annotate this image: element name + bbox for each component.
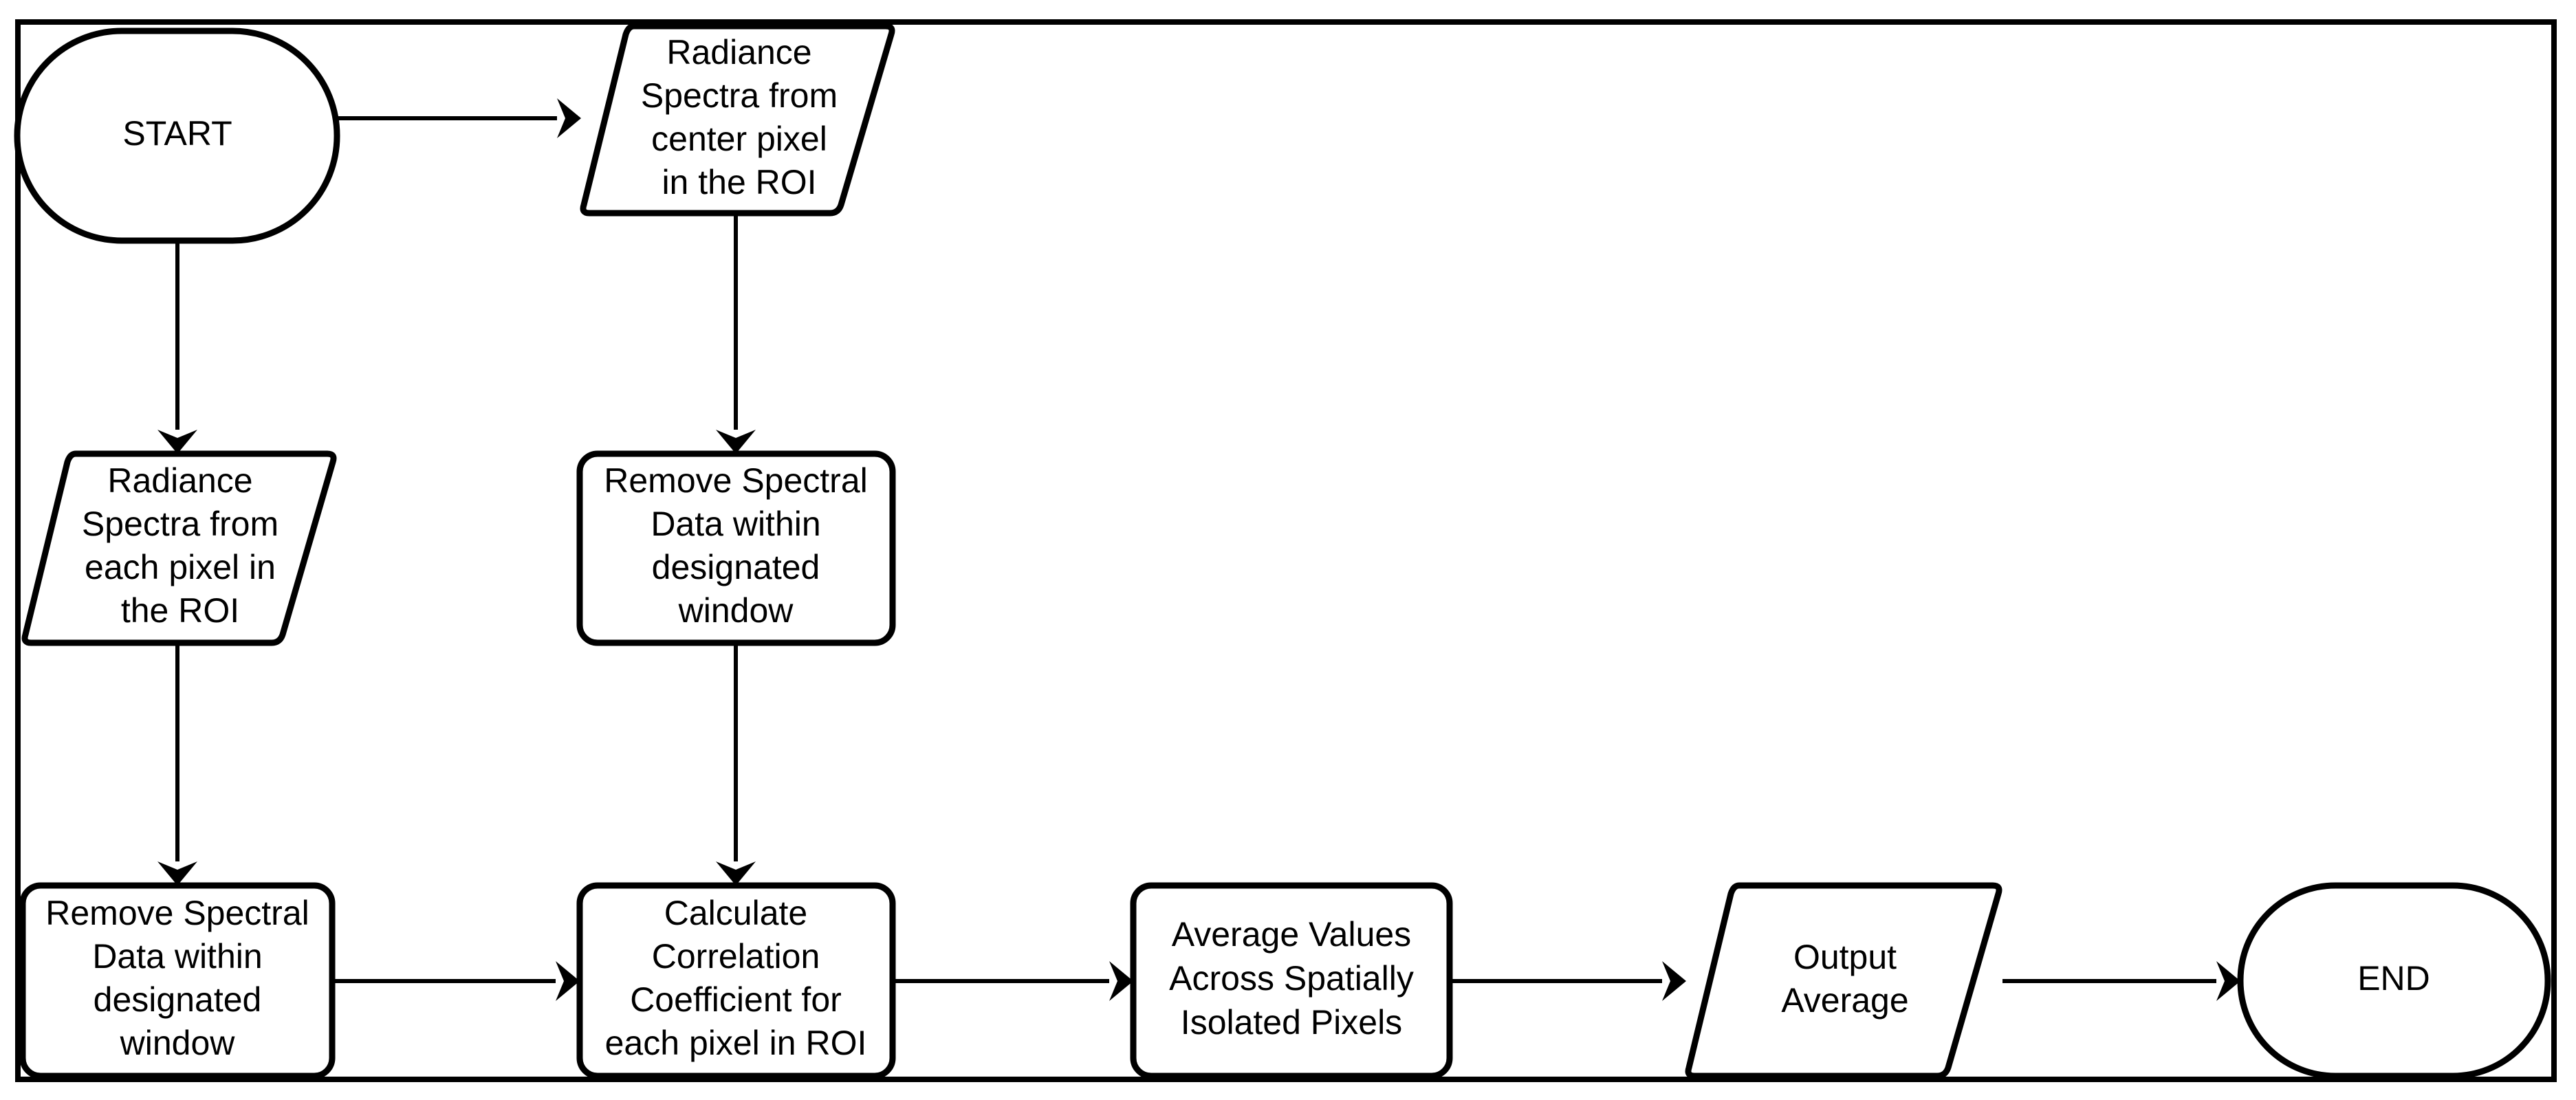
edge-start-to-radiance-each [157, 241, 197, 454]
calculate-correlation-line-2: Correlation [652, 937, 820, 976]
radiance-center-pixel-shape [580, 23, 895, 217]
node-remove-spectral-bottom[interactable]: Remove Spectral Data within designated w… [19, 882, 336, 1079]
radiance-each-pixel-line-3: each pixel in [85, 548, 276, 586]
radiance-center-pixel-line-4: in the ROI [662, 163, 816, 201]
node-radiance-each-pixel[interactable]: Radiance Spectra from each pixel in the … [21, 450, 337, 646]
radiance-center-pixel-line-1: Radiance [666, 33, 811, 72]
end-shape [2237, 882, 2551, 1079]
output-average-line-1: Output [1793, 938, 1897, 976]
remove-spectral-mid-line-1: Remove Spectral [604, 461, 868, 500]
node-start[interactable]: START [14, 28, 340, 244]
edge-output-to-end [2002, 961, 2240, 1001]
output-average-line-2: Average [1781, 981, 1908, 1020]
node-remove-spectral-mid[interactable]: Remove Spectral Data within designated w… [576, 450, 896, 646]
remove-spectral-bottom-line-4: window [120, 1024, 236, 1062]
node-calculate-correlation[interactable]: Calculate Correlation Coefficient for ea… [576, 882, 896, 1079]
output-average-shape [1685, 882, 2002, 1079]
average-values-line-2: Across Spatially [1169, 959, 1414, 998]
start-shape [14, 28, 340, 244]
edge-radiance-center-to-remove-mid [716, 213, 756, 454]
edge-calculate-to-average [894, 961, 1133, 1001]
diagram-frame [15, 19, 2557, 1082]
radiance-center-pixel-line-3: center pixel [651, 120, 827, 158]
radiance-each-pixel-line-2: Spectra from [82, 505, 279, 543]
radiance-each-pixel-line-1: Radiance [107, 461, 252, 500]
remove-spectral-bottom-line-3: designated [94, 980, 262, 1019]
remove-spectral-bottom-line-2: Data within [92, 937, 262, 976]
node-average-values[interactable]: Average Values Across Spatially Isolated… [1130, 882, 1453, 1079]
average-values-line-1: Average Values [1172, 915, 1411, 954]
node-output-average[interactable]: Output Average [1685, 882, 2002, 1079]
average-values-line-3: Isolated Pixels [1181, 1003, 1402, 1042]
edge-radiance-each-to-remove-bottom [157, 643, 197, 886]
node-radiance-center-pixel[interactable]: Radiance Spectra from center pixel in th… [580, 23, 895, 217]
radiance-each-pixel-line-4: the ROI [121, 591, 239, 630]
remove-spectral-mid-line-4: window [678, 591, 794, 630]
remove-spectral-mid-line-3: designated [652, 548, 820, 586]
edge-average-to-output [1451, 961, 1686, 1001]
remove-spectral-mid-shape [576, 450, 896, 646]
end-label: END [2357, 959, 2430, 998]
calculate-correlation-line-1: Calculate [664, 894, 807, 932]
calculate-correlation-line-3: Coefficient for [630, 980, 842, 1019]
node-end[interactable]: END [2237, 882, 2551, 1079]
edge-start-to-radiance-center [338, 98, 581, 138]
remove-spectral-bottom-line-1: Remove Spectral [45, 894, 309, 932]
remove-spectral-bottom-shape [19, 882, 336, 1079]
average-values-shape [1130, 882, 1453, 1079]
edge-remove-mid-to-calculate [716, 643, 756, 886]
radiance-each-pixel-shape [21, 450, 337, 646]
remove-spectral-mid-line-2: Data within [651, 505, 820, 543]
calculate-correlation-line-4: each pixel in ROI [605, 1024, 867, 1062]
start-label: START [122, 114, 232, 153]
radiance-center-pixel-line-2: Spectra from [641, 76, 838, 115]
calculate-correlation-shape [576, 882, 896, 1079]
edge-remove-bottom-to-calculate [334, 961, 580, 1001]
